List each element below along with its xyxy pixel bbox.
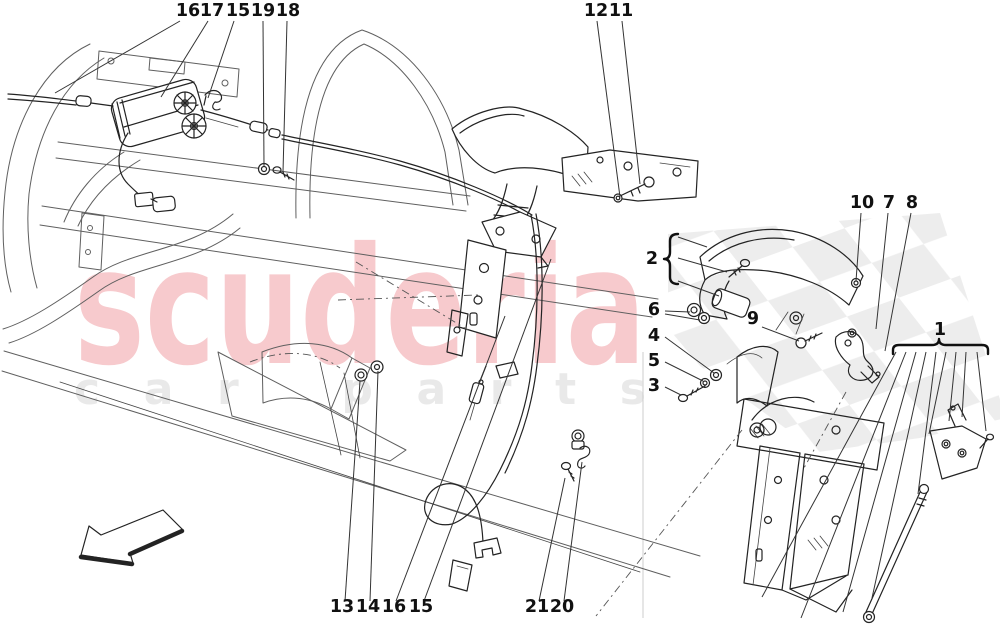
callout-15-clip: 15 <box>226 1 250 21</box>
callout-10: 10 <box>850 193 874 213</box>
pedal-washers-6 <box>686 302 711 325</box>
screw-2 <box>739 258 751 268</box>
callout-18: 18 <box>276 1 300 21</box>
callout-3: 3 <box>648 376 660 396</box>
electric-throttle-motor <box>110 78 239 213</box>
callout-7: 7 <box>883 193 895 213</box>
callout-1: 1 <box>934 320 946 340</box>
callout-14: 14 <box>356 597 380 617</box>
braces <box>662 232 990 356</box>
cable-clip <box>448 537 502 592</box>
bolt-3 <box>677 385 706 403</box>
callout-13: 13 <box>330 597 354 617</box>
retaining-clip <box>203 89 223 111</box>
pedal-bushing <box>711 288 751 318</box>
throttle-cable <box>7 93 533 219</box>
callout-5: 5 <box>648 351 660 371</box>
nut-12 <box>613 193 623 203</box>
push-rod <box>862 483 930 624</box>
pivot-bolt-11 <box>619 176 655 197</box>
chassis-frame <box>1 29 701 578</box>
motor-connector <box>134 191 176 213</box>
accelerator-pedal-installed <box>446 106 589 357</box>
washers-13-14 <box>354 360 384 382</box>
callout-16-motor: 16 <box>176 1 200 21</box>
callout-19: 19 <box>251 1 275 21</box>
callout-20: 20 <box>550 597 574 617</box>
callout-8: 8 <box>906 193 918 213</box>
pedal-support-bracket <box>736 396 885 613</box>
throttle-lever-8 <box>834 331 881 384</box>
cable-end-hardware <box>560 429 591 482</box>
brace-group-1 <box>891 337 990 356</box>
callout-labels: 16 17 15 19 18 12 11 10 7 8 2 6 4 5 3 9 … <box>176 1 946 617</box>
callout-6: 6 <box>648 300 660 320</box>
brace-group-2 <box>662 232 680 286</box>
callout-16-cable: 16 <box>382 597 406 617</box>
callout-11: 11 <box>609 1 633 21</box>
callout-12: 12 <box>584 1 608 21</box>
callout-21: 21 <box>525 597 549 617</box>
callout-2: 2 <box>646 249 658 269</box>
lever-bracket-right <box>929 403 995 480</box>
pedal-mount-bracket <box>561 149 699 202</box>
callout-4: 4 <box>648 326 660 346</box>
screw-18 <box>272 166 295 181</box>
direction-arrow <box>78 509 185 567</box>
leader-lines <box>54 20 987 619</box>
watermark-layer: scuderia car parts <box>74 213 1000 618</box>
callout-9: 9 <box>747 309 759 329</box>
construction-lines <box>249 261 847 617</box>
callout-15-cable: 15 <box>409 597 433 617</box>
callout-17: 17 <box>200 1 224 21</box>
washers-4-5 <box>699 368 723 389</box>
